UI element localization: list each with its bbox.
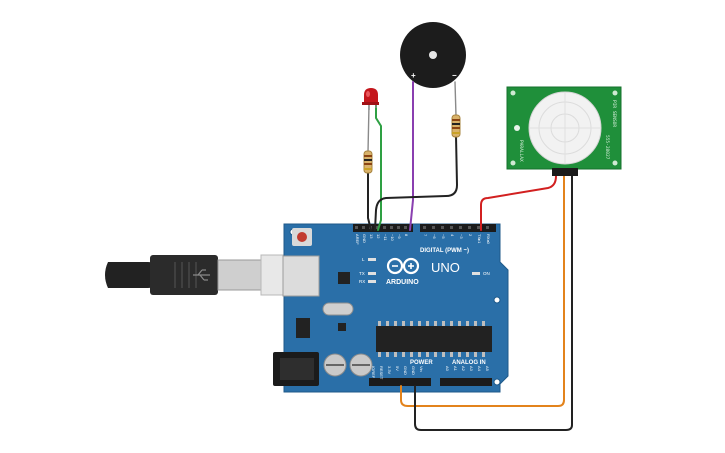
pin-label: A5 [485,366,490,372]
wire-purple [409,81,414,231]
pin-label: RX◂0 [486,234,491,245]
resistor-led [363,150,373,174]
red-led [362,88,379,110]
arduino-logo [386,257,420,275]
pin-label: 13 [369,234,374,239]
pin-label: A0 [445,366,450,372]
board-model: UNO [431,260,460,275]
wire-red [480,175,557,231]
led-label-l: L [362,257,365,262]
pin-label: GND [403,366,408,375]
led-label-tx: TX [359,271,365,276]
pir-side-text-left: PIR SENSOR [611,100,617,127]
usb-symbol-icon [193,269,210,281]
pin-label: ~9 [397,234,402,239]
pin-label: AREF [355,234,360,245]
power-header-label: POWER [410,360,433,366]
pin-label: RESET [379,366,384,380]
wire-green [375,104,382,231]
pin-label: 5V [395,366,400,371]
atmega-chip [376,321,492,357]
board-brand: ARDUINO [386,279,419,286]
pin-label: 3.3V [387,366,392,375]
pin-label: ~5 [441,234,446,239]
wire-buzzer-to-resistor [454,81,457,117]
pin-label: GND [411,366,416,375]
wire-black-led-gnd [367,171,372,231]
status-leds: L TX RX ON [359,257,490,284]
pir-front-text: PARALLAX [518,140,524,162]
pin-label: 2 [468,234,473,237]
pin-label: Vin [419,366,424,372]
pin-label: TX▸1 [477,234,482,244]
pin-label: GND [362,234,367,243]
reset-button[interactable] [292,228,312,246]
led-label-rx: RX [359,279,365,284]
digital-header-label: DIGITAL (PWM ~) [420,248,469,254]
pin-label: 7 [423,234,428,237]
piezo-buzzer: + − [400,22,466,88]
pin-label: ~3 [459,234,464,239]
pin-label: IOREF [371,366,376,379]
wire-black-pir-gnd [414,175,573,431]
resistor-buzzer [451,114,461,138]
pin-label: ~10 [390,234,395,242]
led-label-on: ON [483,271,490,276]
buzzer-plus-label: + [411,71,416,80]
pir-sensor: PIR SENSOR 555-28027 PARALLAX [506,86,622,176]
wire-led-to-resistor [367,104,370,153]
buzzer-minus-label: − [452,71,457,80]
pin-label: A4 [477,366,482,372]
analog-header-label: ANALOG IN [452,360,486,366]
pin-label: A1 [453,366,458,372]
pin-label: ~11 [383,234,388,241]
pin-label: 8 [404,234,409,237]
pin-label: 4 [450,234,455,237]
wire-orange [400,175,565,407]
wire-black-buzzer-gnd [374,135,458,231]
pin-label: A3 [469,366,474,372]
power-jack [273,352,319,386]
pin-label: ~6 [432,234,437,239]
wires [367,81,573,431]
pin-label: 12 [376,234,381,239]
pir-side-text-right: 555-28027 [604,135,610,160]
pin-label: A2 [461,366,466,372]
